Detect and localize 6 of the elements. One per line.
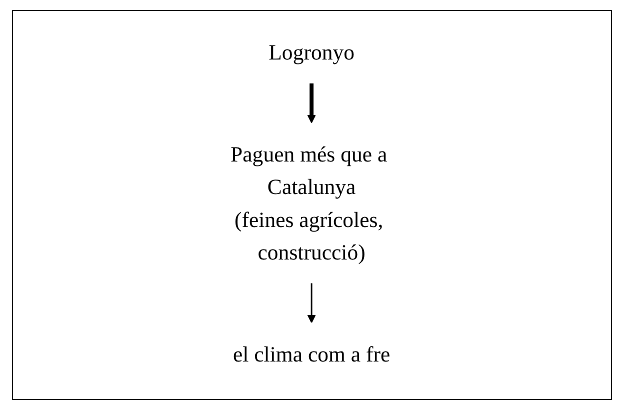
frame-border: Logronyo Paguen més que a Catalunya (feines agrícoles, construcció) el clima com a fre <box>12 10 612 400</box>
node-text: el clima com a fre <box>233 341 391 366</box>
node-text: Paguen més que a Catalunya (feines agrícoles, construcció) <box>230 141 388 264</box>
arrow <box>308 82 316 123</box>
node-text: Logronyo <box>269 39 355 64</box>
arrow <box>308 282 316 323</box>
